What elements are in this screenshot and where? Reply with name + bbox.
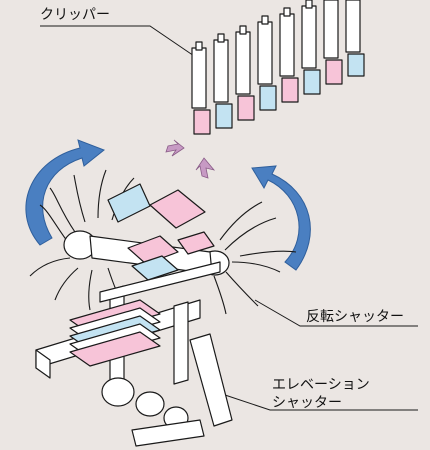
paper-pink-right: [177, 231, 215, 255]
reversing-shutter: [29, 169, 297, 315]
leader-clipper: [40, 25, 201, 61]
clipper-assembly: [191, 0, 365, 135]
label-elevation-shutter-line1: エレベーション: [272, 377, 370, 393]
leader-elevation-shutter: [224, 394, 418, 411]
paper-pink-top: [149, 189, 206, 229]
feed-arrow-left: [165, 139, 185, 157]
lower-bracket: [189, 333, 233, 427]
leader-reversing-shutter: [254, 299, 418, 327]
rail-left: [99, 261, 221, 303]
support-column-right: [173, 301, 189, 385]
label-reversing-shutter: 反転シャッター: [306, 309, 404, 325]
paper-pink-mid: [127, 235, 179, 265]
clipper-unit: [345, 0, 365, 77]
base-frame-side: [35, 349, 51, 379]
clipper-unit: [235, 25, 255, 121]
clipper-unit: [191, 41, 211, 135]
gear-1: [101, 377, 135, 407]
rotation-arrow-right: [251, 165, 311, 271]
lower-arm: [131, 419, 205, 447]
leader-lines: [40, 25, 418, 411]
clipper-unit: [279, 7, 299, 103]
paper-blue-mid: [131, 255, 179, 281]
rotation-arrow-left: [25, 139, 105, 246]
gear-2: [135, 391, 165, 417]
clipper-unit: [301, 0, 321, 95]
right-drum-claws: [213, 201, 297, 315]
paper-stack: [69, 299, 161, 367]
clipper-unit: [213, 33, 233, 129]
clipper-unit: [323, 0, 343, 85]
label-elevation-shutter-line2: シャッター: [272, 395, 342, 411]
feed-arrow-right: [195, 157, 216, 179]
feed-arrows: [165, 139, 216, 179]
paper-blue-left: [107, 183, 151, 223]
label-clipper: クリッパー: [40, 7, 110, 23]
elevation-shutter: [35, 261, 233, 447]
clipper-unit: [257, 15, 277, 111]
